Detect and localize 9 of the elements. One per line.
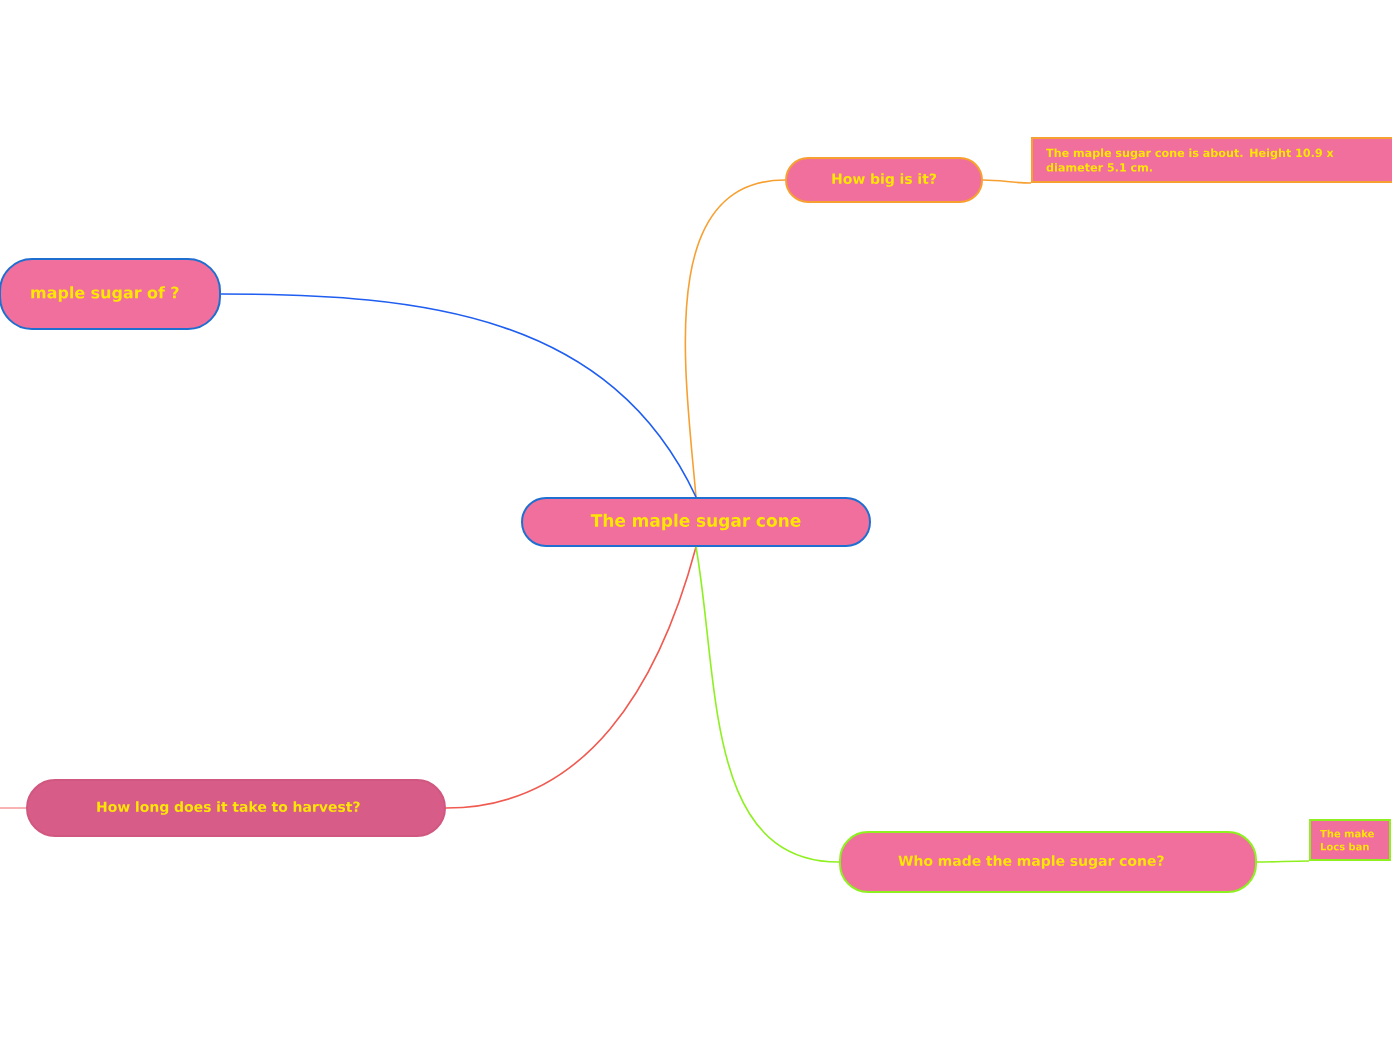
connector-line xyxy=(695,546,840,863)
topic-box: The maple sugar cone xyxy=(521,497,871,547)
connector-line xyxy=(1256,860,1310,863)
subtopic-box: maple sugar of ? xyxy=(0,258,221,330)
connector-line xyxy=(684,179,786,498)
connector-line xyxy=(220,293,697,498)
connector-line xyxy=(0,807,27,809)
connector-line xyxy=(982,179,1032,184)
connector-line xyxy=(445,546,697,809)
